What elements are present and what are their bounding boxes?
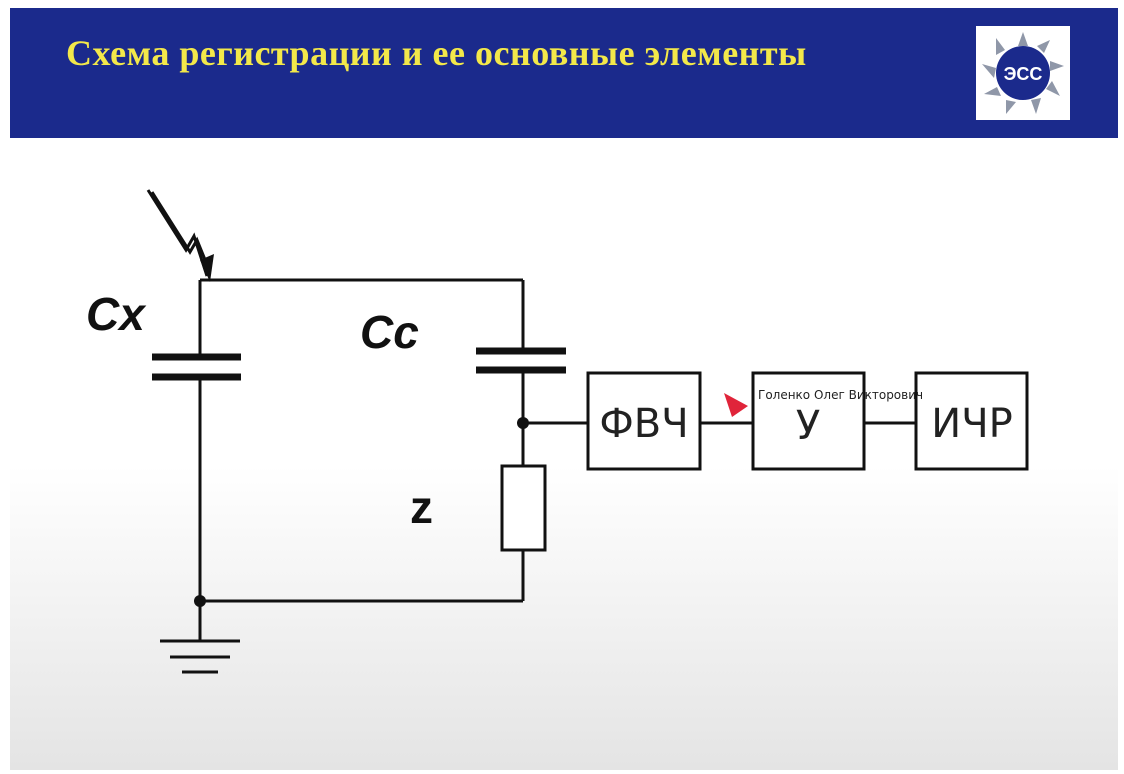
slide-header: Схема регистрации и ее основные элементы… [10,8,1118,138]
slide-title: Схема регистрации и ее основные элементы [66,33,807,73]
block-ichr-label: ИЧР [931,401,1012,447]
ground-icon [160,639,240,674]
block-ichr [914,371,1029,471]
label-cc: Cc [360,306,419,358]
block-fvch [586,371,702,471]
logo-text: ЭСС [1004,64,1043,84]
node-ground [194,595,206,607]
block-fvch-label: ФВЧ [599,401,688,447]
lightning-arrow-head [200,254,214,282]
block-u-label: У [796,403,820,449]
label-z: z [410,481,433,533]
company-logo: ЭСС [976,26,1070,120]
lightning-arrow-icon [146,189,212,277]
sun-ring-logo-icon: ЭСС [982,32,1064,114]
presenter-name-label: Голенко Олег Викторович [758,388,924,402]
slide: Схема регистрации и ее основные элементы… [10,8,1118,770]
circuit-diagram: Cx Cc z ФВЧ У ИЧР [86,189,1029,674]
block-u [751,371,866,471]
pointer-cursor-icon [724,393,748,417]
node-cc-z [517,417,529,429]
label-cx: Cx [86,288,147,340]
impedance-z-resistor [500,464,547,552]
